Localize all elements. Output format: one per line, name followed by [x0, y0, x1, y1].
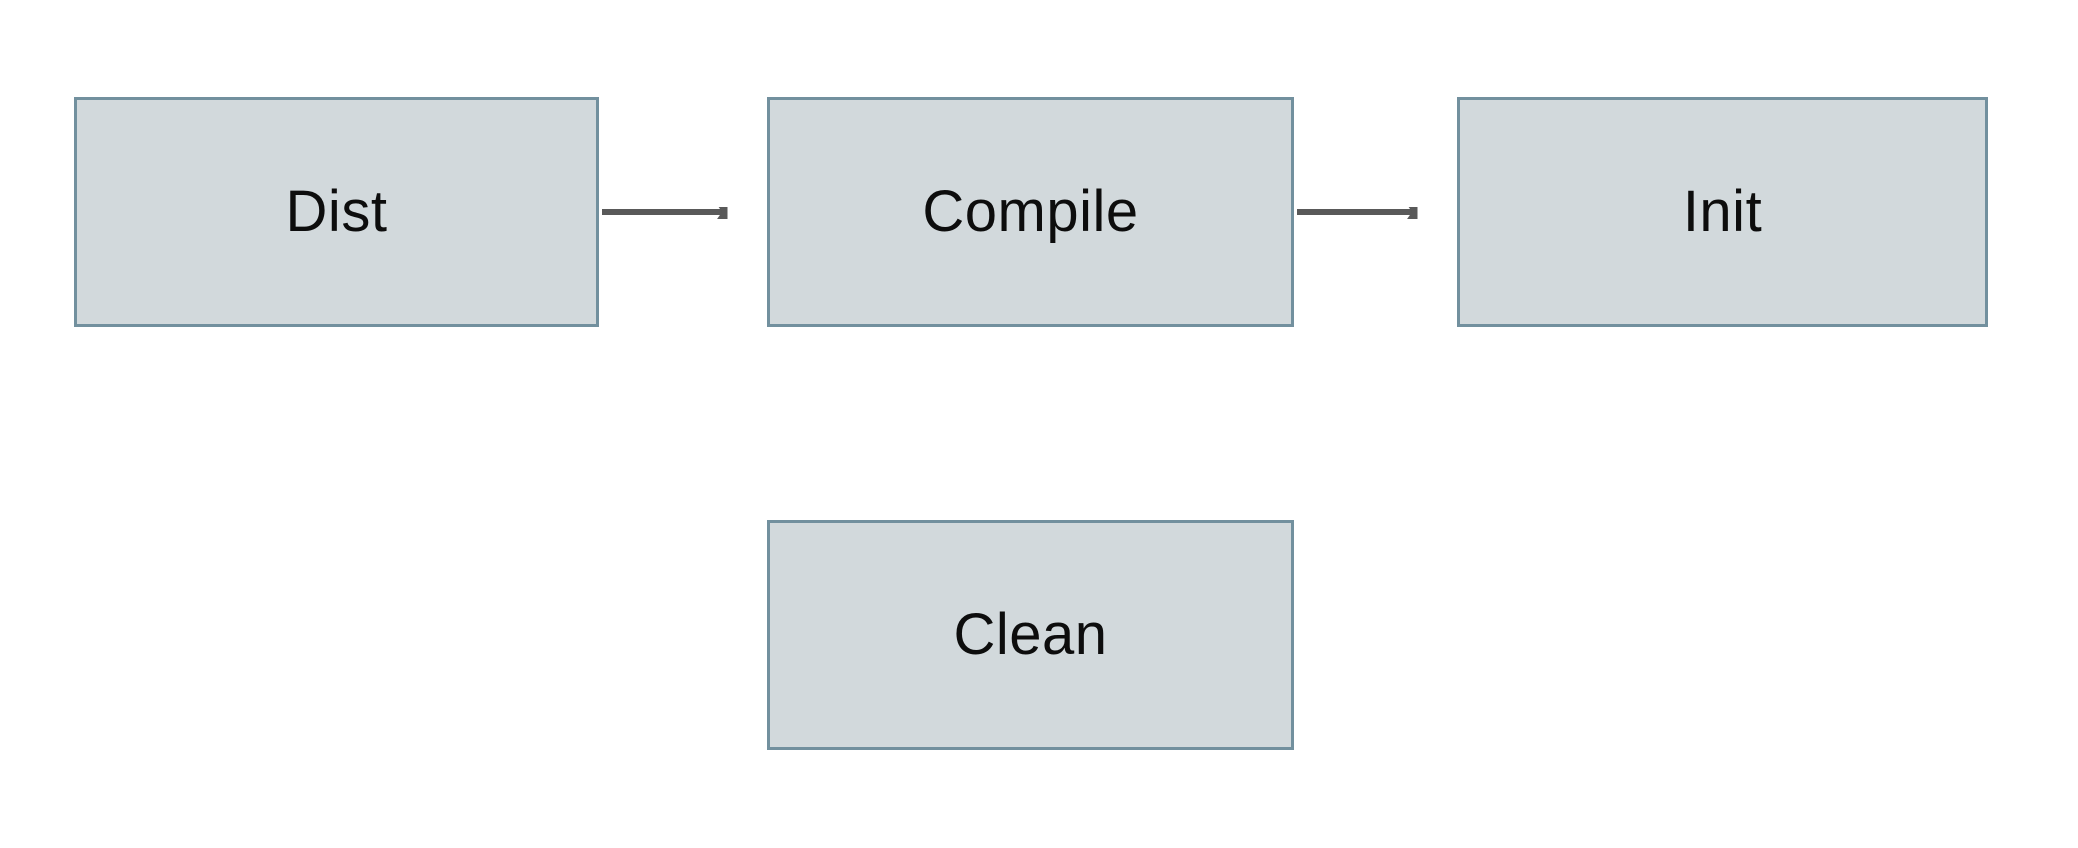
node-dist[interactable]: Dist — [74, 97, 599, 327]
node-compile[interactable]: Compile — [767, 97, 1294, 327]
node-compile-label: Compile — [922, 179, 1139, 244]
node-clean-label: Clean — [953, 602, 1108, 667]
node-dist-label: Dist — [285, 179, 388, 244]
node-clean[interactable]: Clean — [767, 520, 1294, 750]
node-init[interactable]: Init — [1457, 97, 1988, 327]
node-init-label: Init — [1682, 179, 1763, 244]
